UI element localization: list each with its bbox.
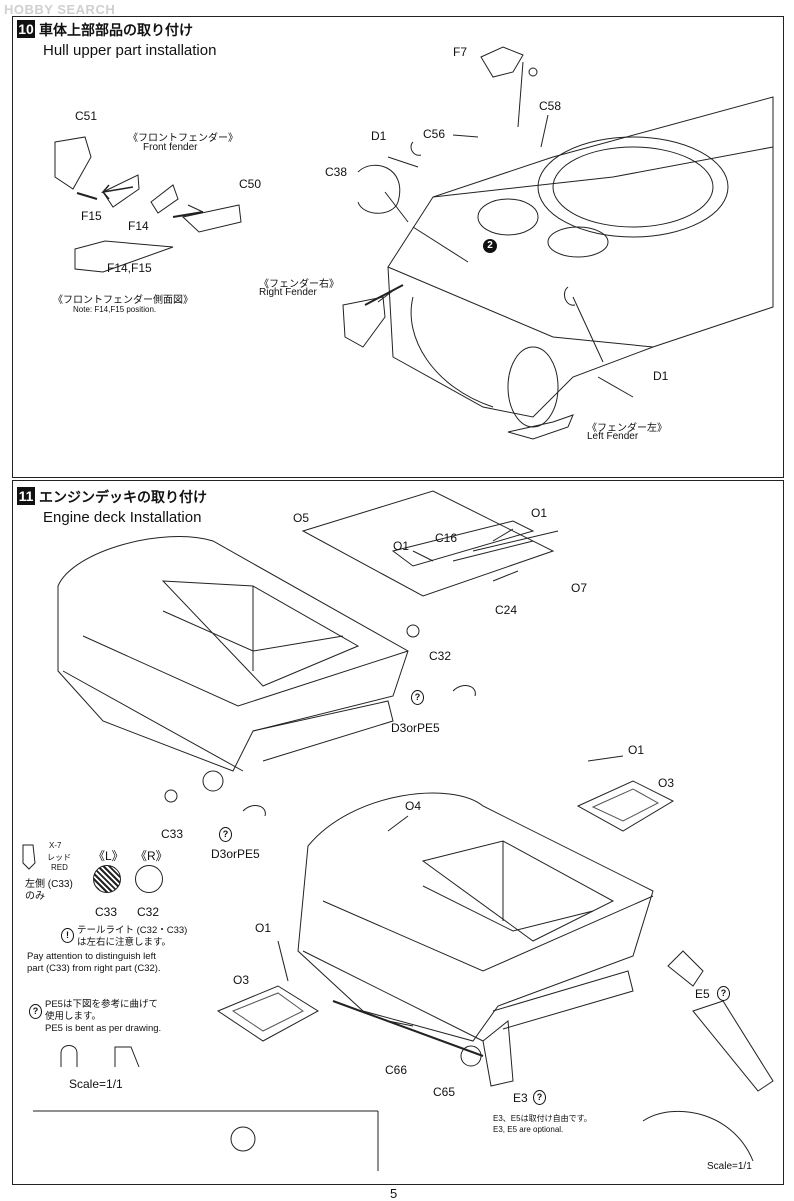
label-e3: E3	[513, 1091, 528, 1105]
label-c16: C16	[435, 531, 458, 545]
step10-title-jp: 車体上部部品の取り付け	[39, 22, 193, 38]
label-c66: C66	[385, 1063, 408, 1077]
c33-mark: C33	[95, 905, 118, 919]
label-o3-left: O3	[233, 973, 250, 987]
pe5-note-jp: PE5は下図を参考に曲げて	[45, 999, 158, 1010]
label-front-fender-jp: 《フロントフェンダー》	[128, 133, 238, 144]
page-number: 5	[390, 1186, 398, 1201]
label-d1-right: D1	[653, 369, 669, 383]
step10-panel: 10 車体上部部品の取り付け Hull upper part installat…	[12, 16, 784, 478]
c32-mark: C32	[137, 905, 160, 919]
step10-number: 10	[17, 20, 35, 38]
label-o1-a: O1	[531, 506, 548, 520]
optional-icon-e5: ?	[717, 985, 730, 1003]
label-o1-d: O1	[255, 921, 272, 935]
label-c50: C50	[239, 177, 262, 191]
label-o7: O7	[571, 581, 588, 595]
optional-icon-b: ?	[219, 826, 232, 844]
optional-icon-pe5: ?	[29, 1003, 42, 1021]
label-scale-left: Scale=1/1	[69, 1077, 123, 1091]
step11-drawing	[33, 490, 774, 1171]
label-c51: C51	[75, 109, 98, 123]
optional-note-en: E3, E5 are optional.	[493, 1125, 564, 1134]
label-c38: C38	[325, 165, 348, 179]
taillight-note-en1: Pay attention to distinguish left	[27, 951, 156, 962]
optional-icon-e3: ?	[533, 1089, 546, 1107]
step10-drawing	[54, 46, 774, 440]
optional-icon-a: ?	[411, 689, 424, 707]
label-d3pe5-a: D3orPE5	[391, 721, 440, 735]
watermark: HOBBY SEARCH	[4, 2, 116, 17]
paint-name-jp: レッド	[47, 853, 71, 862]
step11-title-en: Engine deck Installation	[43, 509, 202, 526]
label-side-view-note: Note: F14,F15 position.	[73, 305, 157, 314]
label-o3-right: O3	[658, 776, 675, 790]
label-f15: F15	[81, 209, 102, 223]
label-o5: O5	[293, 511, 310, 525]
caution-icon: !	[61, 927, 74, 945]
label-right-fender-en: Right Fender	[259, 287, 317, 298]
taillight-note-jp: テールライト (C32・C33)	[77, 925, 188, 936]
label-f14: F14	[128, 219, 149, 233]
label-c33-top: C33	[161, 827, 184, 841]
left-mark: 《L》	[93, 849, 124, 863]
pe5-note-jp2: 使用します。	[45, 1011, 102, 1022]
label-o1-c: O1	[628, 743, 645, 757]
label-right-fender-jp: 《フェンダー右》	[259, 279, 339, 290]
label-left-fender-jp: 《フェンダー左》	[587, 423, 667, 434]
label-side-view-jp: 《フロントフェンダー側面図》	[53, 295, 193, 306]
label-c58: C58	[539, 99, 562, 113]
label-c24: C24	[495, 603, 518, 617]
left-only-jp2: のみ	[25, 891, 45, 902]
taillight-note-en2: part (C33) from right part (C32).	[27, 963, 161, 974]
optional-note-jp: E3、E5は取付け自由です。	[493, 1114, 592, 1123]
label-e5: E5	[695, 987, 710, 1001]
right-mark: 《R》	[135, 849, 168, 863]
paint-code: X-7	[49, 841, 62, 850]
left-only-jp: 左側 (C33)	[25, 879, 73, 890]
label-front-fender-en: Front fender	[143, 142, 198, 153]
label-scale-right: Scale=1/1	[707, 1161, 752, 1172]
step-badge-2: 2	[483, 239, 497, 253]
paint-name-en: RED	[51, 863, 68, 872]
label-left-fender-en: Left Fender	[587, 431, 639, 442]
label-f7: F7	[453, 45, 468, 59]
label-c65: C65	[433, 1085, 456, 1099]
step11-title-jp: エンジンデッキの取り付け	[39, 489, 207, 505]
label-c56: C56	[423, 127, 446, 141]
step11-number: 11	[17, 487, 35, 505]
label-d3pe5-b: D3orPE5	[211, 847, 260, 861]
step11-panel: 11 エンジンデッキの取り付け Engine deck Installation	[12, 480, 784, 1185]
label-d1-top: D1	[371, 129, 387, 143]
label-o1-b: O1	[393, 539, 410, 553]
label-o4: O4	[405, 799, 422, 813]
taillight-note-jp2: は左右に注意します。	[77, 937, 172, 948]
step10-title-en: Hull upper part installation	[43, 42, 217, 59]
label-f14-f15: F14,F15	[107, 261, 152, 275]
pe5-note-en: PE5 is bent as per drawing.	[45, 1023, 162, 1034]
taillight-right-icon	[135, 865, 163, 893]
taillight-left-icon	[93, 865, 121, 893]
label-c32-top: C32	[429, 649, 452, 663]
